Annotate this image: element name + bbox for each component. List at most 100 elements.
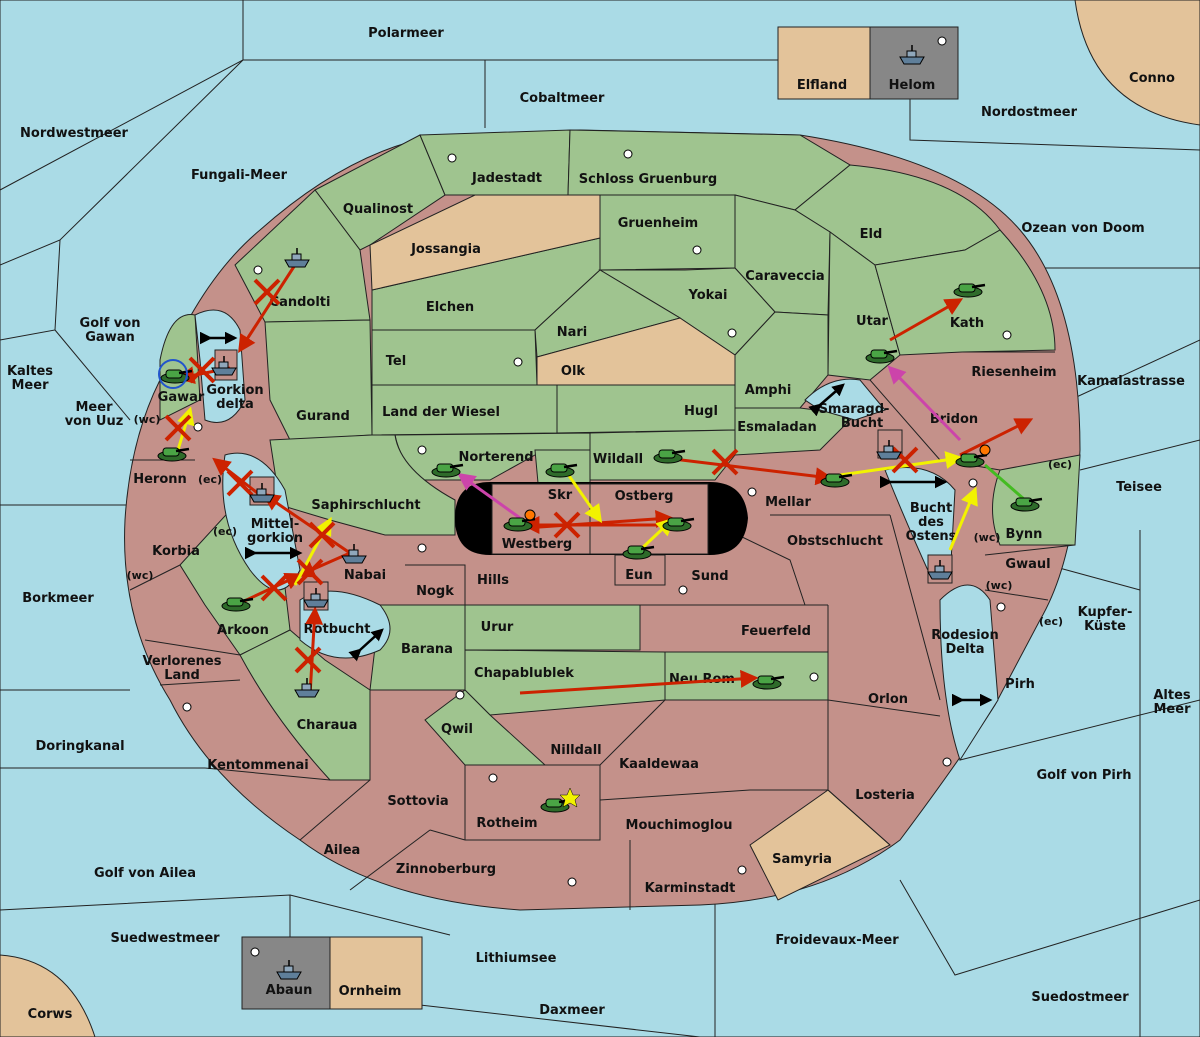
label-qualinost: Qualinost bbox=[343, 202, 413, 217]
label-gawan1: Golf von bbox=[80, 316, 141, 331]
label-tel: Tel bbox=[386, 354, 406, 369]
label-altes1: Altes bbox=[1153, 688, 1191, 703]
label-uuz2: von Uuz bbox=[65, 414, 124, 429]
label-korbia: Korbia bbox=[152, 544, 200, 559]
label-nordostmeer: Nordostmeer bbox=[981, 105, 1078, 120]
label-kamalastrasse: Kamalastrasse bbox=[1077, 374, 1185, 389]
label-kaltes1: Kaltes bbox=[7, 364, 53, 379]
label-kupfer1: Kupfer- bbox=[1078, 605, 1133, 620]
label-bynn: Bynn bbox=[1006, 527, 1043, 542]
sea-rodesion-delta[interactable] bbox=[939, 584, 999, 762]
label-wildall: Wildall bbox=[593, 452, 643, 467]
label-gawan2: Gawan bbox=[85, 330, 134, 345]
label-urur: Urur bbox=[481, 620, 514, 635]
label-zinnoberburg: Zinnoberburg bbox=[396, 862, 496, 877]
label-polarmeer: Polarmeer bbox=[368, 26, 444, 41]
label-ostberg: Ostberg bbox=[615, 489, 674, 504]
label-nari: Nari bbox=[557, 325, 588, 340]
label-mittel2: gorkion bbox=[247, 531, 303, 546]
label-westberg: Westberg bbox=[502, 537, 572, 552]
selected-unit-highlight bbox=[158, 359, 188, 389]
label-losteria: Losteria bbox=[855, 788, 915, 803]
coast-tag-bynn-ec: (ec) bbox=[1048, 458, 1072, 471]
clash-marker-bridon bbox=[979, 444, 991, 456]
territory-elfland[interactable] bbox=[777, 26, 871, 100]
clash-marker-westberg bbox=[524, 509, 536, 521]
label-jadestadt: Jadestadt bbox=[471, 171, 542, 186]
label-corws: Corws bbox=[28, 1007, 73, 1022]
label-verlorenes1: Verlorenes bbox=[142, 654, 221, 669]
label-bucht3: Ostens bbox=[906, 529, 957, 544]
label-teisee: Teisee bbox=[1116, 480, 1162, 495]
label-utar: Utar bbox=[856, 314, 889, 329]
label-hills: Hills bbox=[477, 573, 509, 588]
label-caraveccia: Caraveccia bbox=[745, 269, 824, 284]
label-chapa: Chapablublek bbox=[474, 666, 574, 681]
label-ailea: Ailea bbox=[324, 843, 361, 858]
label-skr: Skr bbox=[548, 488, 573, 503]
label-suedostmeer: Suedostmeer bbox=[1031, 990, 1129, 1005]
label-rotheim: Rotheim bbox=[476, 816, 537, 831]
label-kaltes2: Meer bbox=[12, 378, 50, 393]
retreat-arrows bbox=[200, 331, 993, 707]
label-sund: Sund bbox=[691, 569, 728, 584]
label-altes2: Meer bbox=[1154, 702, 1192, 717]
label-gwaul: Gwaul bbox=[1005, 557, 1050, 572]
territory-jossangia[interactable] bbox=[369, 194, 601, 291]
label-bucht2: des bbox=[918, 515, 944, 530]
label-froidevaux: Froidevaux-Meer bbox=[775, 933, 899, 948]
label-amphi: Amphi bbox=[745, 383, 792, 398]
label-suedwestmeer: Suedwestmeer bbox=[110, 931, 220, 946]
label-qwil: Qwil bbox=[441, 722, 473, 737]
label-pirh: Pirh bbox=[1005, 677, 1035, 692]
red-region-borders bbox=[129, 351, 1076, 910]
territory-gruenheim[interactable] bbox=[599, 194, 736, 271]
label-smaragd1: Smaragd- bbox=[819, 402, 890, 417]
label-fungali: Fungali-Meer bbox=[191, 168, 288, 183]
label-norterend: Norterend bbox=[458, 450, 533, 465]
label-nogk: Nogk bbox=[416, 584, 454, 599]
territory-charaua[interactable] bbox=[239, 629, 371, 781]
label-eld: Eld bbox=[860, 227, 883, 242]
label-borkmeer: Borkmeer bbox=[22, 591, 94, 606]
coast-tag-gwaul-ec: (ec) bbox=[1039, 615, 1063, 628]
label-nabai: Nabai bbox=[344, 568, 386, 583]
label-hugl: Hugl bbox=[684, 404, 718, 419]
label-heronn: Heronn bbox=[133, 472, 187, 487]
label-rodesion1: Rodesion bbox=[931, 628, 998, 643]
label-landwiesel: Land der Wiesel bbox=[382, 405, 500, 420]
label-kaaldewaa: Kaaldewaa bbox=[619, 757, 699, 772]
coast-tag-gwaul-wc: (wc) bbox=[986, 579, 1013, 592]
label-mouchi: Mouchimoglou bbox=[626, 818, 733, 833]
label-rodesion2: Delta bbox=[945, 642, 984, 657]
label-kupfer2: Küste bbox=[1084, 619, 1126, 634]
label-gawar: Gawar bbox=[158, 390, 205, 405]
label-gorkion1: Gorkion bbox=[206, 383, 263, 398]
label-cobaltmeer: Cobaltmeer bbox=[520, 91, 605, 106]
coast-tag-korbia-ec: (ec) bbox=[213, 525, 237, 538]
label-mittel1: Mittel- bbox=[251, 517, 300, 532]
label-barana: Barana bbox=[401, 642, 453, 657]
label-golfailea: Golf von Ailea bbox=[94, 866, 196, 881]
territory-ornheim[interactable] bbox=[329, 936, 423, 1010]
coast-tag-bynn-wc: (wc) bbox=[974, 531, 1001, 544]
territory-saphir[interactable] bbox=[269, 434, 456, 536]
territory-olk[interactable] bbox=[536, 317, 736, 386]
territory-conno[interactable] bbox=[1074, 0, 1200, 126]
label-gorkion2: delta bbox=[216, 397, 254, 412]
sea-labels: Polarmeer Cobaltmeer Nordwestmeer Fungal… bbox=[7, 26, 1191, 1018]
label-obstschlucht: Obstschlucht bbox=[787, 534, 883, 549]
label-jossangia: Jossangia bbox=[410, 242, 481, 257]
label-smaragd2: Bucht bbox=[841, 416, 883, 431]
territory-chapa[interactable] bbox=[464, 649, 666, 716]
label-ozean: Ozean von Doom bbox=[1021, 221, 1144, 236]
label-golfpirh: Golf von Pirh bbox=[1036, 768, 1131, 783]
label-olk: Olk bbox=[561, 364, 586, 379]
label-gruenheim: Gruenheim bbox=[618, 216, 698, 231]
label-samyria: Samyria bbox=[772, 852, 832, 867]
label-gurand: Gurand bbox=[296, 409, 350, 424]
label-bucht1: Bucht bbox=[910, 501, 952, 516]
label-riesenheim: Riesenheim bbox=[971, 365, 1056, 380]
label-helom: Helom bbox=[889, 78, 936, 93]
